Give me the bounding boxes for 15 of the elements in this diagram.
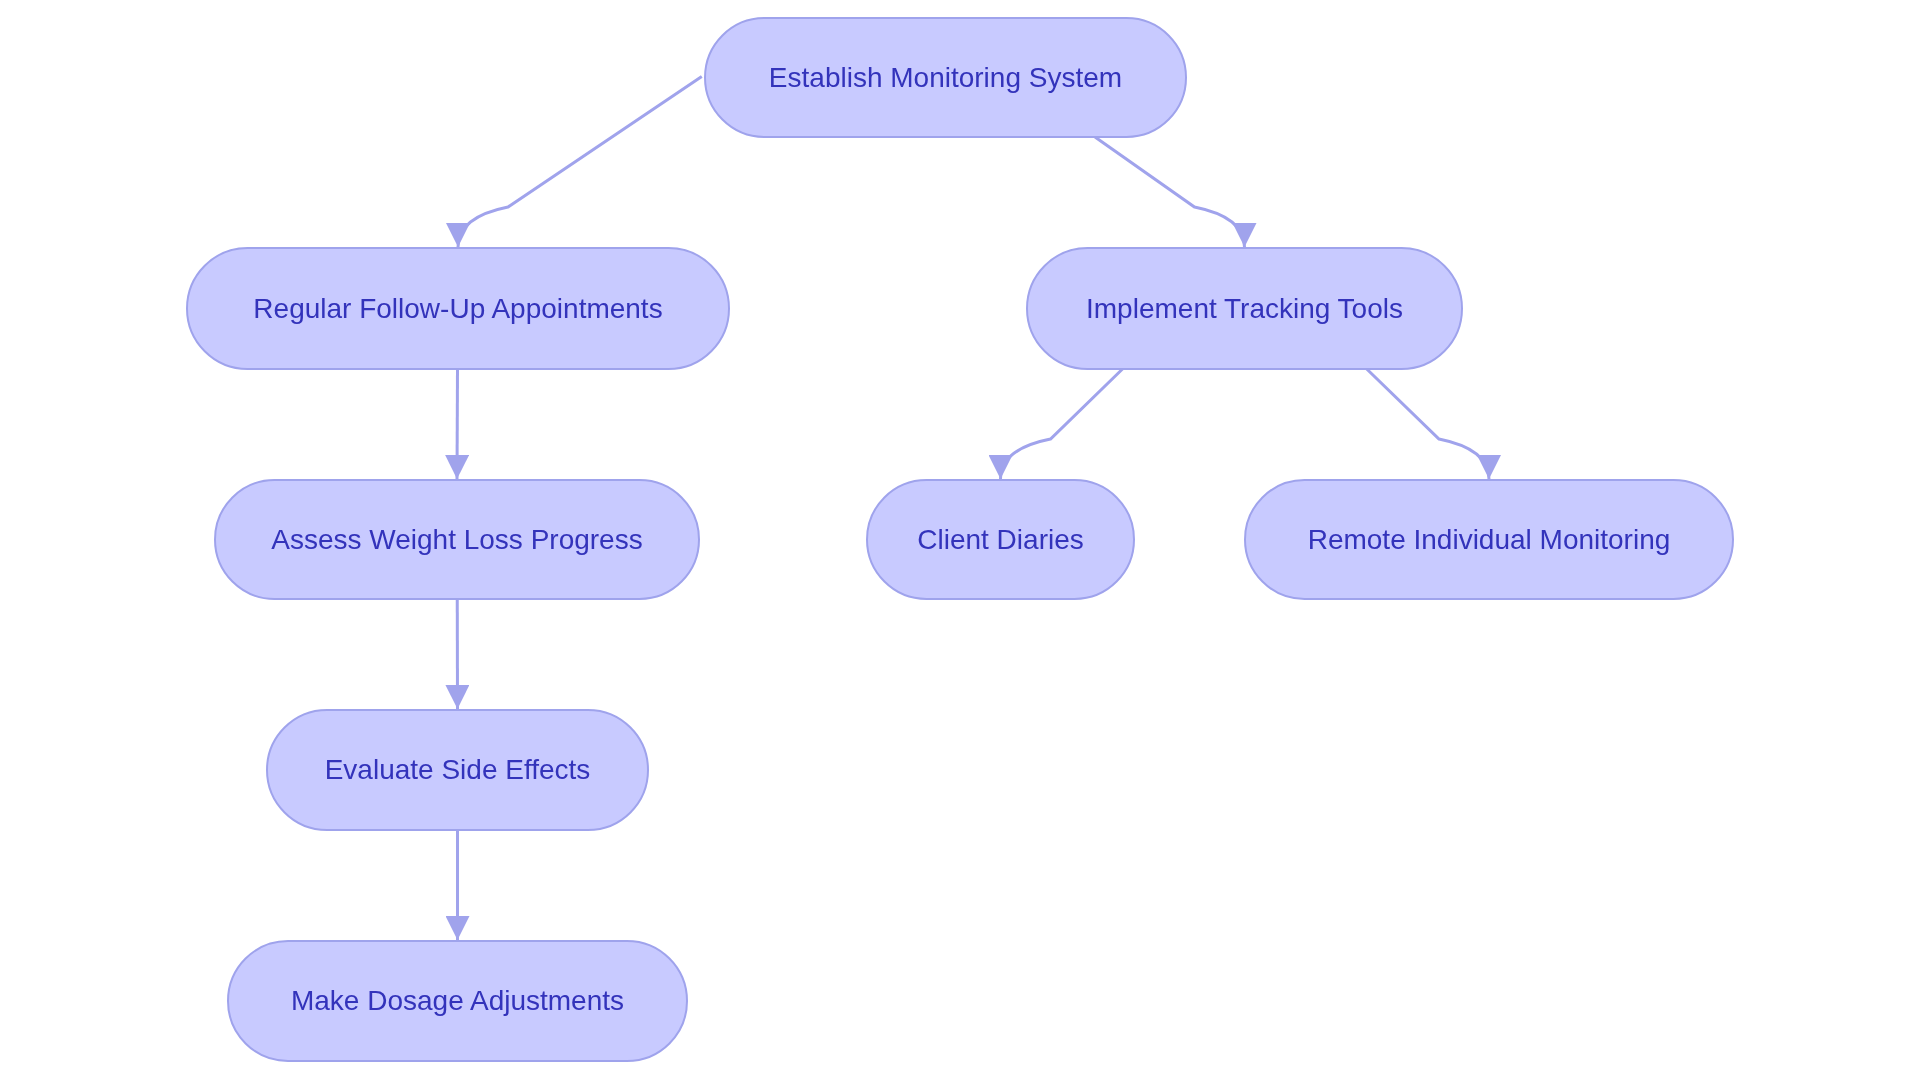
node-label: Assess Weight Loss Progress [271, 523, 643, 556]
node-label: Remote Individual Monitoring [1307, 523, 1671, 556]
arrow [990, 367, 1124, 480]
arrow [445, 369, 470, 479]
node-label: Implement Tracking Tools [1086, 292, 1403, 325]
arrow [1365, 367, 1500, 480]
node-label: Establish Monitoring System [768, 61, 1123, 94]
arrow [1094, 135, 1255, 248]
node-label: Client Diaries [917, 523, 1084, 556]
node-label: Regular Follow-Up Appointments [253, 292, 663, 325]
arrow [445, 599, 470, 709]
node-label: Make Dosage Adjustments [290, 985, 625, 1017]
arrow [447, 75, 703, 248]
arrow [445, 830, 470, 940]
node-label: Evaluate Side Effects [324, 754, 591, 786]
